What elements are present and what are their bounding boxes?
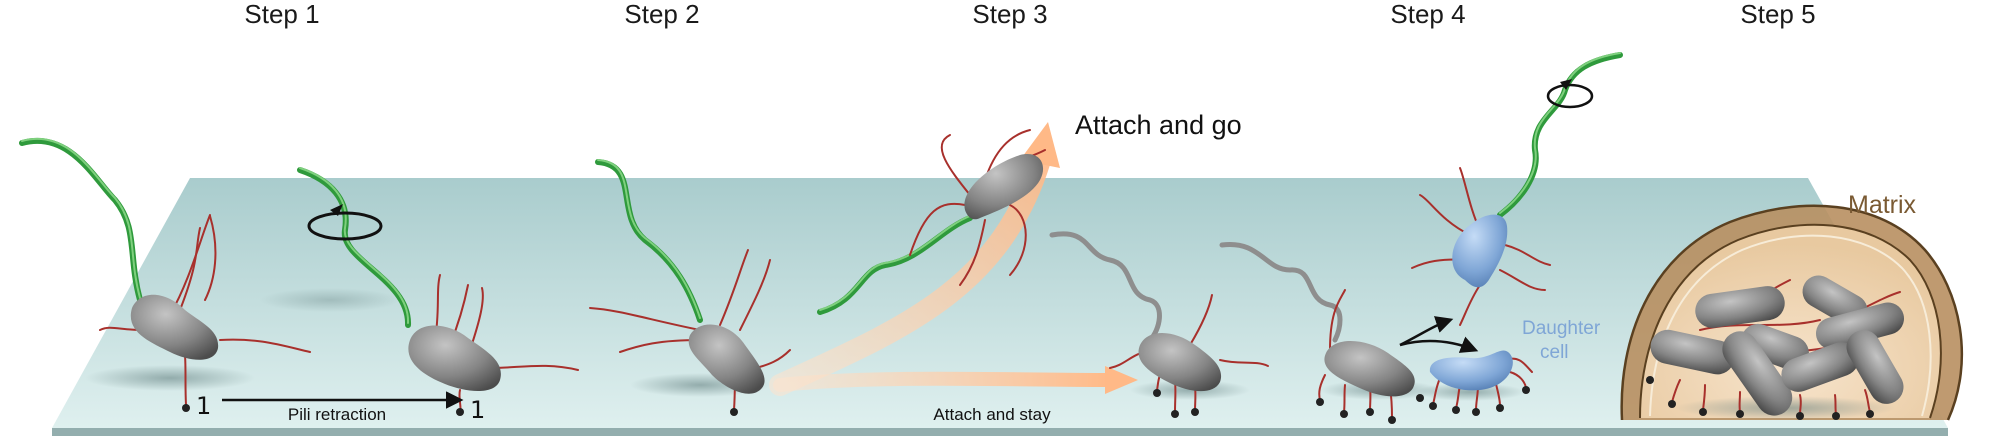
step-2-group — [589, 159, 791, 416]
pilus-tip-anchor-a — [182, 404, 190, 412]
step-3-label: Step 3 — [972, 0, 1047, 29]
step-1-group: 1 1 Pili retraction — [19, 138, 579, 424]
pilus-tip-anchor-b — [456, 408, 464, 416]
bacterium-mother — [1219, 241, 1415, 424]
marker-1-label: 1 — [196, 392, 211, 420]
pili-retraction-label: Pili retraction — [288, 405, 386, 424]
attach-and-stay-label: Attach and stay — [933, 405, 1051, 424]
step-4-group: Daughter cell — [1219, 52, 1623, 424]
attach-and-go-label: Attach and go — [1075, 110, 1242, 140]
daughter-cell-swimming — [1411, 52, 1623, 326]
step-3-group: Attach and go Attach and stay — [769, 110, 1269, 424]
daughter-cell-attached — [1415, 350, 1533, 416]
bacterium-attaching — [589, 159, 791, 416]
daughter-cell-label-line1: Daughter — [1522, 318, 1601, 339]
biofilm-cell-cluster — [1646, 275, 1905, 420]
attach-and-go-arrow — [769, 149, 1051, 396]
step-1-label: Step 1 — [244, 0, 319, 29]
step-4-label: Step 4 — [1390, 0, 1465, 29]
step-2-label: Step 2 — [624, 0, 699, 29]
bacterium-attached-stay — [1049, 231, 1269, 418]
daughter-cell-label-line2: cell — [1540, 342, 1569, 363]
division-arrow-right — [1399, 336, 1479, 353]
step-5-group: Matrix — [1620, 191, 1964, 421]
rotation-arrow-icon-step4 — [1546, 79, 1594, 109]
rotation-arrow-icon — [307, 204, 383, 241]
step-5-label: Step 5 — [1740, 0, 1815, 29]
bacterium-detaching — [817, 129, 1046, 315]
marker-2-label: 1 — [470, 396, 485, 424]
bacterium-swimming-a — [19, 138, 311, 412]
division-arrow-up — [1399, 316, 1454, 347]
bacterium-swimming-b — [297, 167, 579, 416]
step-labels: Step 1 Step 2 Step 3 Step 4 Step 5 — [244, 0, 1815, 29]
attach-and-stay-arrow — [773, 371, 1117, 392]
matrix-label: Matrix — [1848, 191, 1917, 219]
